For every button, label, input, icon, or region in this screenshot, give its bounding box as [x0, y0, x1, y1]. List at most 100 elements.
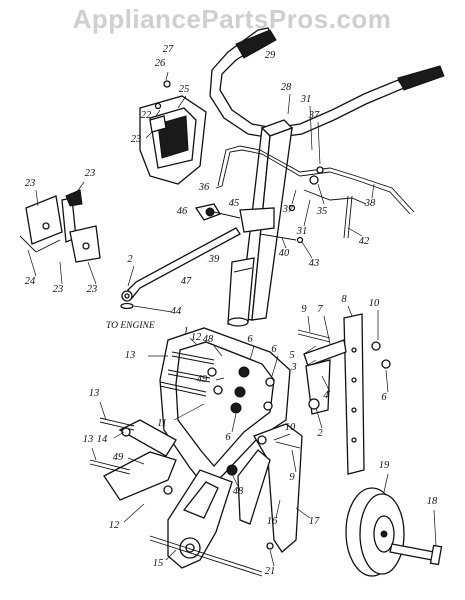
- callout-6: 6: [247, 334, 253, 345]
- callout-23: 23: [25, 178, 36, 189]
- callout-45: 45: [229, 198, 240, 209]
- leader-lines: [27, 71, 437, 567]
- callout-49: 49: [197, 374, 208, 385]
- handlebar-part: [209, 27, 445, 139]
- callout-46: 46: [177, 206, 188, 217]
- callout-48: 48: [203, 334, 214, 345]
- leader-line-28: [287, 93, 291, 115]
- callout-37: 37: [308, 110, 320, 121]
- leader-line-31: [303, 199, 311, 227]
- leader-line-18: [433, 509, 437, 547]
- leader-line-6: [385, 369, 389, 393]
- leader-line-23: [145, 131, 153, 139]
- callout-22: 22: [141, 110, 152, 121]
- callout-39: 39: [208, 254, 220, 265]
- leader-line-19: [383, 473, 389, 493]
- callout-23: 23: [53, 284, 64, 295]
- leader-line-48: [231, 473, 239, 487]
- callout-29: 29: [265, 50, 276, 61]
- callout-49: 49: [113, 452, 124, 463]
- leader-line-12: [123, 503, 145, 523]
- callout-13: 13: [83, 434, 94, 445]
- callout-13: 13: [125, 350, 136, 361]
- leader-line-14: [113, 431, 125, 439]
- main-frame-part: [103, 327, 291, 501]
- callout-36: 36: [198, 182, 210, 193]
- callout-23: 23: [85, 168, 96, 179]
- callout-3: 3: [290, 362, 296, 373]
- leader-line-37: [317, 121, 321, 165]
- callout-28: 28: [281, 82, 292, 93]
- tine-arm-part: [149, 469, 263, 577]
- leader-line-11: [173, 403, 205, 421]
- callout-25: 25: [179, 84, 190, 95]
- lower-tube-part: [227, 257, 255, 327]
- callout-26: 26: [155, 58, 166, 69]
- callout-37: 37: [282, 204, 294, 215]
- leader-line-44: [133, 305, 173, 313]
- callout-19: 19: [379, 460, 390, 471]
- leader-line-6: [231, 413, 237, 433]
- control-rod-part: [120, 227, 241, 310]
- leader-line-24: [27, 249, 37, 277]
- callout-21: 21: [265, 566, 276, 577]
- callout-7: 7: [317, 304, 323, 315]
- leader-line-23: [73, 181, 85, 197]
- callout-2: 2: [127, 254, 133, 265]
- leader-line-9: [307, 315, 311, 333]
- callout-6: 6: [225, 432, 231, 443]
- wheel-part: [345, 487, 405, 577]
- leader-line-13: [99, 401, 107, 421]
- callout-15: 15: [153, 558, 164, 569]
- callout-35: 35: [316, 206, 328, 217]
- leader-line-23: [87, 261, 97, 285]
- callout-31: 31: [300, 94, 312, 105]
- callout-38: 38: [364, 198, 376, 209]
- callout-18: 18: [427, 496, 438, 507]
- leader-line-6: [271, 355, 279, 377]
- bracket-clamp-part: [194, 203, 304, 244]
- callout-48: 48: [233, 486, 244, 497]
- callout-11: 11: [157, 418, 167, 429]
- leader-line-37: [291, 189, 297, 205]
- callout-44: 44: [171, 306, 182, 317]
- callout-12: 12: [109, 520, 120, 531]
- leader-line-22: [155, 109, 161, 117]
- wheel-bracket-part: [237, 423, 303, 553]
- leader-line-21: [269, 549, 275, 567]
- callout-8: 8: [341, 294, 347, 305]
- drawing: [19, 27, 445, 577]
- callout-23: 23: [131, 134, 142, 145]
- leader-line-35: [317, 183, 325, 205]
- leader-line-49: [215, 377, 225, 381]
- leader-line-2: [127, 265, 135, 287]
- hardware-part: [89, 329, 391, 550]
- callout-2: 2: [317, 428, 323, 439]
- leader-line-1: [189, 337, 197, 345]
- leader-line-40: [281, 237, 287, 249]
- leader-line-3: [305, 359, 317, 367]
- leader-line-26: [165, 71, 169, 81]
- leader-line-16: [275, 499, 281, 519]
- callout-13: 13: [89, 388, 100, 399]
- leader-line-13: [91, 447, 97, 461]
- to-engine-caption: TO ENGINE: [106, 321, 155, 331]
- callout-31: 31: [296, 226, 308, 237]
- leader-line-15: [165, 549, 177, 561]
- leader-line-5: [303, 345, 317, 355]
- callout-24: 24: [25, 276, 36, 287]
- callout-1: 1: [183, 326, 188, 337]
- watermark-text: AppliancePartsPros.com: [73, 4, 392, 34]
- callout-27: 27: [163, 44, 174, 55]
- callout-23: 23: [87, 284, 98, 295]
- leader-line-2: [315, 407, 323, 429]
- callout-4: 4: [323, 390, 329, 401]
- callout-16: 16: [267, 516, 278, 527]
- leader-line-4: [321, 375, 331, 393]
- callout-17: 17: [309, 516, 320, 527]
- control-console-part: [139, 80, 207, 185]
- leader-line-42: [347, 227, 363, 237]
- callout-10: 10: [285, 422, 296, 433]
